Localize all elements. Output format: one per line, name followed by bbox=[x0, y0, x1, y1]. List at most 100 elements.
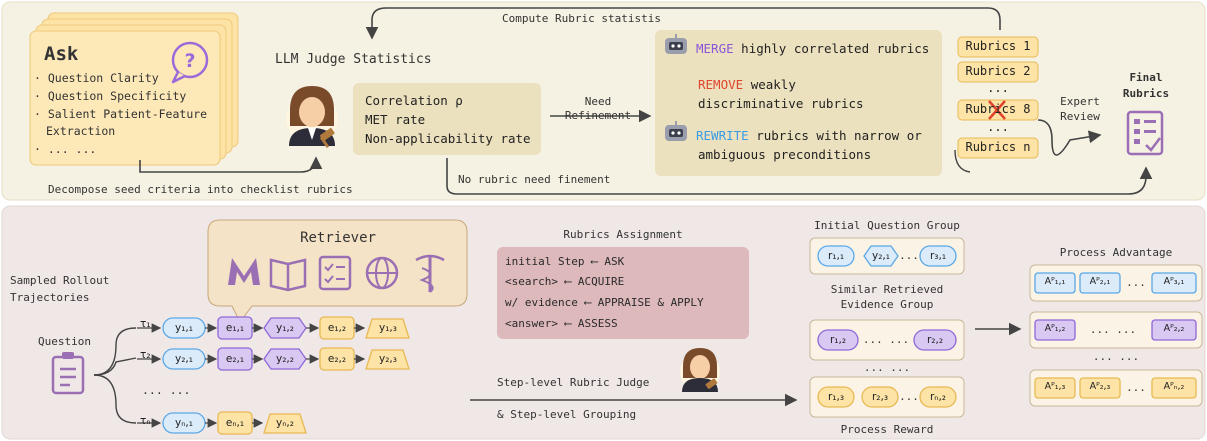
trajectory-fan bbox=[93, 327, 137, 424]
review-label: Review bbox=[1060, 110, 1100, 123]
node-label: y₁,₂ bbox=[276, 322, 294, 334]
reward-pills bbox=[817, 245, 957, 408]
final-label: Final bbox=[1129, 71, 1163, 84]
advantage-row-ellipsis: ... ... bbox=[1092, 350, 1140, 363]
checklist-icon bbox=[1126, 110, 1164, 156]
advantage-label: Aᴾₙ,₂ bbox=[1163, 381, 1185, 392]
stat-line: Correlation ρ bbox=[365, 93, 463, 108]
ask-item: · ... ... bbox=[34, 142, 97, 156]
node-label: y₁,₃ bbox=[379, 322, 397, 334]
evidence-group-title: Evidence Group bbox=[840, 298, 934, 311]
judge-avatar-icon bbox=[680, 348, 720, 392]
reward-label: r₃,₁ bbox=[929, 250, 947, 262]
assignment-row: initial Step ⟵ ASK bbox=[505, 255, 625, 268]
advantage-ellipsis: ... bbox=[1126, 381, 1146, 394]
advantage-ellipsis: ... bbox=[1126, 276, 1146, 289]
stat-line: Non-applicability rate bbox=[365, 131, 531, 146]
no-refinement-label: No rubric need finement bbox=[458, 173, 611, 186]
rubric-label: Rubrics n bbox=[965, 140, 1031, 154]
trajectory-ellipsis: ... ... bbox=[142, 383, 191, 397]
reward-label: r₂,₂ bbox=[926, 334, 944, 346]
group-ellipsis: ... ... bbox=[863, 361, 911, 374]
no-refinement-arrow bbox=[446, 158, 1153, 195]
stat-line: MET rate bbox=[365, 112, 426, 127]
rubric-label: Rubrics 8 bbox=[965, 102, 1031, 116]
rewrite-keyword: REWRITE bbox=[696, 128, 749, 143]
node-label: e₁,₂ bbox=[327, 322, 347, 334]
node-label: y₂,₁ bbox=[175, 353, 193, 365]
caduceus-icon bbox=[415, 254, 445, 293]
compute-statistics-label: Compute Rubric statistis bbox=[502, 12, 661, 25]
judge-statistics-title: LLM Judge Statistics bbox=[275, 52, 432, 67]
advantage-label: Aᴾ₃,₁ bbox=[1163, 276, 1185, 287]
rubrics-assignment-box bbox=[497, 247, 749, 339]
grouping-label: & Step-level Grouping bbox=[497, 408, 637, 421]
rewrite-line: REWRITE rubrics with narrow or bbox=[696, 128, 922, 143]
rewrite-text-2: ambiguous preconditions bbox=[698, 147, 872, 162]
refinement-label: Refinement bbox=[564, 109, 632, 122]
rubrics-bracket bbox=[954, 149, 971, 173]
tau-label: τ₂ bbox=[140, 349, 151, 361]
rubric-ellipsis: ... bbox=[987, 120, 1009, 134]
reward-label: r₂,₃ bbox=[871, 391, 889, 403]
sampled-label: Sampled Rollout bbox=[10, 274, 110, 287]
remove-line: REMOVE weakly bbox=[698, 77, 796, 92]
robot-icon bbox=[665, 121, 687, 141]
globe-icon bbox=[365, 256, 399, 290]
advantage-label: Aᴾ₂,₂ bbox=[1163, 323, 1185, 334]
advantage-label: Aᴾ₁,₂ bbox=[1044, 323, 1066, 334]
remove-text-2: discriminative rubrics bbox=[698, 96, 864, 111]
reward-ellipsis: ... bbox=[899, 249, 919, 262]
assignment-title: Rubrics Assignment bbox=[563, 228, 683, 241]
ask-item: · Salient Patient-Feature bbox=[34, 107, 208, 121]
reward-label: y₂,₁ bbox=[872, 250, 890, 262]
process-reward-title: Process Reward bbox=[840, 423, 934, 436]
rubric-box bbox=[957, 36, 1039, 58]
robot-icon bbox=[665, 34, 687, 54]
node-label: y₂,₂ bbox=[276, 353, 294, 365]
reward-label: r₁,₁ bbox=[827, 250, 845, 262]
question-label: Question bbox=[38, 335, 91, 348]
ask-card-stack bbox=[29, 12, 239, 166]
retriever-title: Retriever bbox=[300, 230, 376, 246]
reward-label: r₁,₂ bbox=[829, 334, 847, 346]
expert-review-arrow bbox=[1037, 119, 1102, 156]
rewrite-text: rubrics with narrow or bbox=[756, 128, 922, 143]
merge-keyword: MERGE bbox=[696, 41, 734, 56]
initial-group-title: Initial Question Group bbox=[814, 219, 960, 232]
rubrics-label: Rubrics bbox=[1122, 87, 1170, 100]
node-label: e₂,₁ bbox=[225, 353, 245, 365]
tau-label: τ₁ bbox=[140, 318, 151, 330]
node-label: e₂,₂ bbox=[327, 353, 347, 365]
node-label: eₙ,₁ bbox=[225, 417, 245, 429]
judge-avatar-icon bbox=[286, 86, 338, 149]
advantage-label: Aᴾ₂,₁ bbox=[1089, 276, 1111, 287]
compute-statistics-arrow bbox=[365, 7, 1001, 40]
remove-keyword: REMOVE bbox=[698, 77, 744, 92]
refinement-box bbox=[655, 30, 942, 176]
ask-item: · Question Specificity bbox=[34, 89, 187, 103]
reward-label: rₙ,₂ bbox=[929, 391, 947, 403]
medical-m-icon bbox=[228, 258, 260, 285]
expert-label: Expert bbox=[1060, 95, 1100, 108]
merge-line: MERGE highly correlated rubrics bbox=[696, 41, 930, 56]
clipboard-icon bbox=[51, 352, 85, 395]
rubric-box bbox=[957, 137, 1039, 159]
reward-ellipsis: ... bbox=[899, 390, 919, 403]
need-label: Need bbox=[584, 95, 612, 108]
node-label: y₂,₃ bbox=[379, 353, 397, 365]
decompose-arrow bbox=[139, 156, 323, 173]
node-label: e₁,₁ bbox=[225, 322, 245, 334]
retriever-bubble bbox=[207, 219, 468, 323]
question-bubble-icon: ? bbox=[171, 41, 209, 84]
node-label: yₙ,₁ bbox=[175, 417, 193, 429]
ask-title: Ask bbox=[44, 43, 79, 65]
ask-item: Extraction bbox=[46, 124, 116, 138]
rubric-box bbox=[957, 61, 1039, 83]
similar-group-title: Similar Retrieved bbox=[830, 283, 944, 296]
advantage-label: Aᴾ₁,₃ bbox=[1044, 381, 1066, 392]
merge-text: highly correlated rubrics bbox=[741, 41, 930, 56]
ask-item: · Question Clarity bbox=[34, 71, 159, 85]
tau-label: τₙ bbox=[140, 415, 151, 427]
